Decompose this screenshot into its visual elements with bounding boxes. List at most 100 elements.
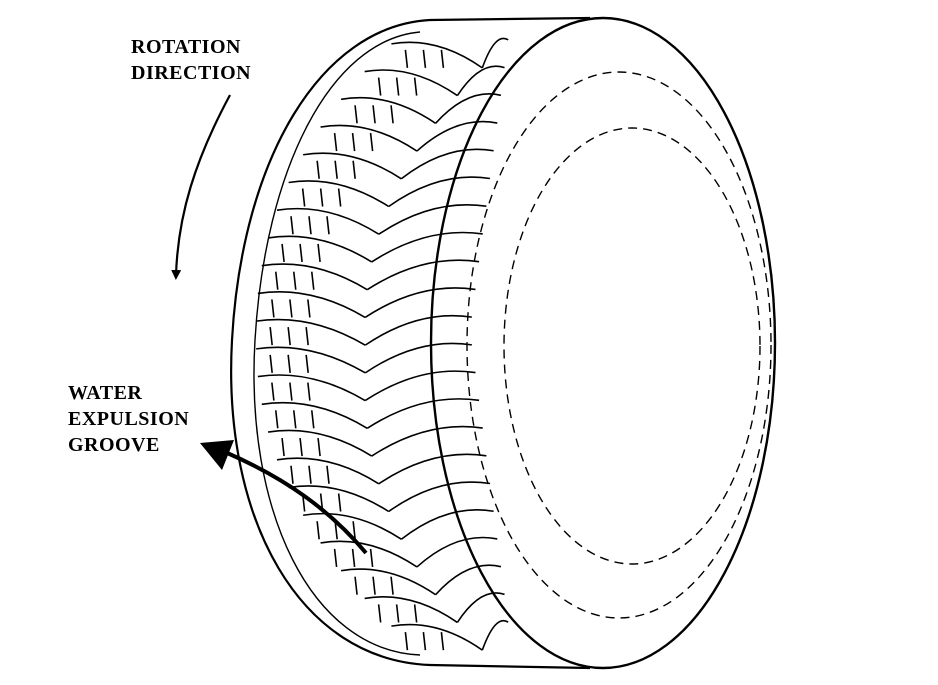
tread-chevron-right (435, 564, 502, 596)
tread-chevron-right (456, 592, 505, 623)
tread-sipe (333, 132, 338, 152)
tread-sipe (289, 382, 293, 401)
tread-sipe (369, 548, 374, 568)
tread-chevron-left (261, 263, 368, 291)
tread-sipe (422, 49, 427, 68)
tread-chevron-left (340, 568, 437, 596)
tread-sipe (281, 243, 285, 263)
tread-sipe (369, 132, 374, 152)
tread-chevron-left (288, 485, 390, 513)
tread-sipe (404, 632, 409, 651)
tread-outline-left (230, 18, 431, 667)
tread-sipe (422, 632, 427, 651)
tread-chevron-right (364, 314, 472, 346)
tread-sipe (413, 604, 418, 623)
tire-bottom-edge (429, 663, 591, 670)
tread-sipe (271, 382, 275, 401)
tread-chevron-right (371, 425, 483, 457)
tread-sipe (292, 271, 297, 290)
tread-sipe (337, 493, 342, 512)
tread-sipe (274, 410, 279, 429)
tread-sipe (352, 160, 356, 179)
groove-arrow-line (224, 450, 368, 555)
tread-sipe (390, 576, 394, 595)
tread-sipe (354, 105, 358, 124)
tread-chevron-left (267, 429, 373, 457)
tread-sipe (317, 243, 321, 263)
tread-chevron-left (391, 41, 483, 69)
tread-chevron-left (364, 69, 458, 97)
tread-chevron-left (276, 457, 380, 485)
tread-chevron-right (378, 203, 487, 235)
groove-label-line-1: WATER (68, 382, 143, 404)
tread-chevron-right (435, 93, 502, 124)
tread-chevron-left (320, 124, 418, 152)
tread-chevron-right (366, 259, 480, 291)
tread-chevron-right (371, 231, 483, 263)
tread-chevron-right (364, 287, 476, 319)
tread-sipe (351, 132, 356, 152)
tread-sipe (289, 299, 293, 318)
rotation-label-line-1: ROTATION (131, 36, 241, 58)
tread-chevron-left (256, 346, 366, 374)
tread-sipe (326, 465, 330, 484)
tread-sipe (316, 521, 320, 540)
tread-chevron-right (416, 536, 498, 568)
tread-sipe (290, 465, 294, 484)
tread-chevron-left (261, 401, 368, 430)
tread-chevron-left (391, 623, 483, 651)
tread-chevron-left (257, 374, 366, 402)
tread-chevron-right (416, 120, 498, 152)
tread-chevron-right (400, 508, 494, 540)
tread-chevron-right (366, 398, 480, 429)
tread-chevron-left (267, 235, 373, 263)
tread-sipe (287, 354, 291, 373)
tread-sipe (316, 160, 320, 179)
tread-sipe (281, 437, 285, 457)
tread-sipe (372, 576, 376, 595)
tread-chevron-right (481, 620, 509, 651)
tread-sipe (377, 604, 382, 623)
tread-sipe (395, 77, 400, 96)
groove-label-line-2: EXPULSION (68, 408, 190, 430)
tread-sipe (301, 188, 306, 207)
tread-sipe (351, 548, 356, 568)
tread-chevron-left (303, 512, 402, 540)
tread-chevron-left (303, 152, 402, 180)
tread-sipe (334, 521, 338, 540)
tread-chevron-left (288, 180, 390, 208)
tread-sipe (310, 410, 315, 429)
tread-sipe (354, 576, 358, 595)
tread-sipe (334, 160, 338, 179)
tread-sipe (404, 49, 409, 68)
tread-chevron-right (456, 65, 505, 97)
tread-sipe (337, 188, 342, 207)
tread-sipe (269, 354, 273, 373)
rotation-direction-label: ROTATION DIRECTION (131, 34, 251, 86)
tread-chevron-left (364, 596, 458, 624)
tread-sipe (333, 548, 338, 568)
tread-sipe (326, 216, 330, 235)
tread-chevron-right (364, 370, 476, 402)
tread-sipe (308, 216, 312, 235)
tread-sipe (395, 604, 400, 623)
groove-label-line-3: GROOVE (68, 434, 160, 456)
tread-chevron-right (388, 176, 491, 208)
tread-sipe (305, 354, 309, 373)
tread-sipe (308, 465, 312, 484)
tread-sipe (319, 188, 324, 207)
rotation-label-line-2: DIRECTION (131, 62, 252, 84)
tread-sipe (440, 49, 445, 68)
tread-chevron-left (257, 291, 366, 319)
tread-sipe (310, 271, 315, 290)
tire-top-edge (429, 16, 591, 22)
groove-arrowhead (200, 440, 234, 470)
tread-sipe (269, 327, 273, 346)
rotation-arrow (171, 94, 231, 280)
tread-sipe (299, 243, 303, 263)
tread-sipe (299, 437, 303, 457)
tread-sipe (377, 77, 382, 96)
tread-sipe (413, 77, 418, 96)
